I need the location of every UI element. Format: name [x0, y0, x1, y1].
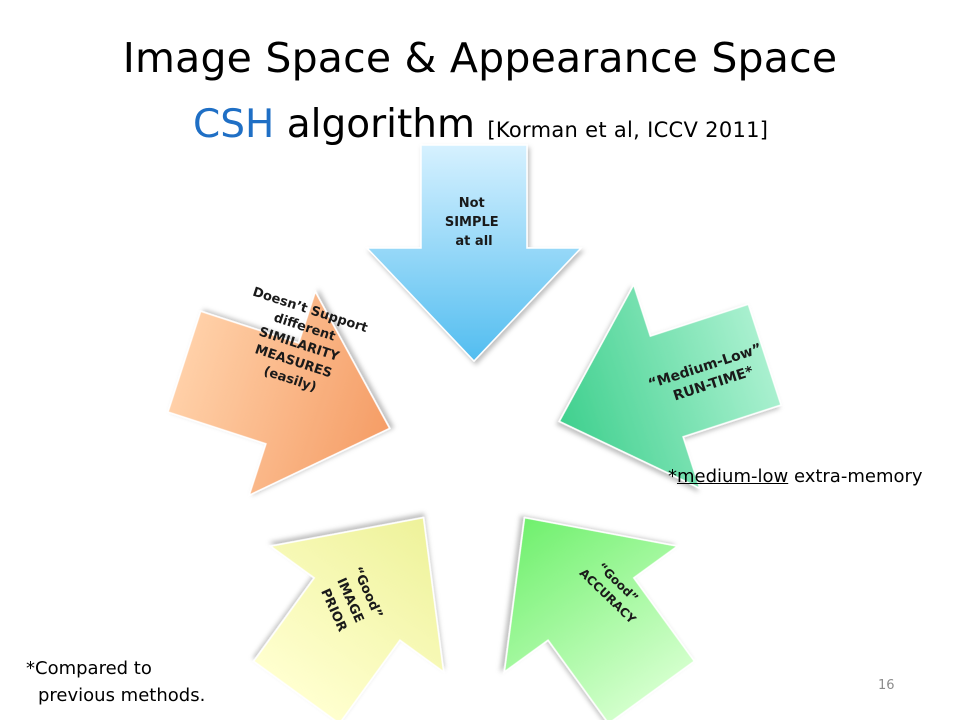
page-number: 16 [878, 678, 895, 693]
memory-note-prefix: * [668, 466, 677, 487]
arrow-simple-line-3: at all [455, 234, 492, 249]
arrow-runtime-shape [558, 282, 783, 490]
slide-subtitle: CSH algorithm [Korman et al, ICCV 2011] [193, 102, 768, 147]
arrow-measures: Doesn’t Support different SIMILARITY MEA… [166, 285, 391, 497]
arrow-simple-shape [365, 144, 583, 363]
arrow-accuracy: “Good” ACCURACY [503, 516, 696, 720]
slide-title: Image Space & Appearance Space [122, 34, 838, 82]
subtitle-reference: [Korman et al, ICCV 2011] [487, 118, 769, 142]
subtitle-main: algorithm [286, 102, 475, 147]
memory-note-underlined: medium-low [677, 466, 789, 487]
memory-note: *medium-low extra-memory [668, 466, 923, 487]
arrow-measures-shape [166, 289, 391, 497]
arrow-simple-line-2: SIMPLE [445, 215, 499, 230]
arrow-prior-shape [252, 516, 445, 720]
arrow-accuracy-shape [503, 516, 696, 720]
arrow-simple-line-1: Not [459, 196, 485, 211]
arrow-simple: Not SIMPLE at all [365, 144, 583, 363]
memory-note-suffix: extra-memory [788, 466, 923, 487]
subtitle-highlight: CSH [193, 102, 275, 147]
arrow-simple-label: Not SIMPLE at all [445, 196, 503, 249]
comparison-note: *Compared to previous methods. [26, 655, 205, 709]
comparison-note-line-2: previous methods. [38, 685, 206, 706]
arrow-runtime: “Medium-Low” RUN-TIME* [558, 282, 783, 490]
comparison-note-line-1: *Compared to [26, 658, 152, 679]
arrow-prior: “Good” IMAGE PRIOR [252, 516, 445, 720]
